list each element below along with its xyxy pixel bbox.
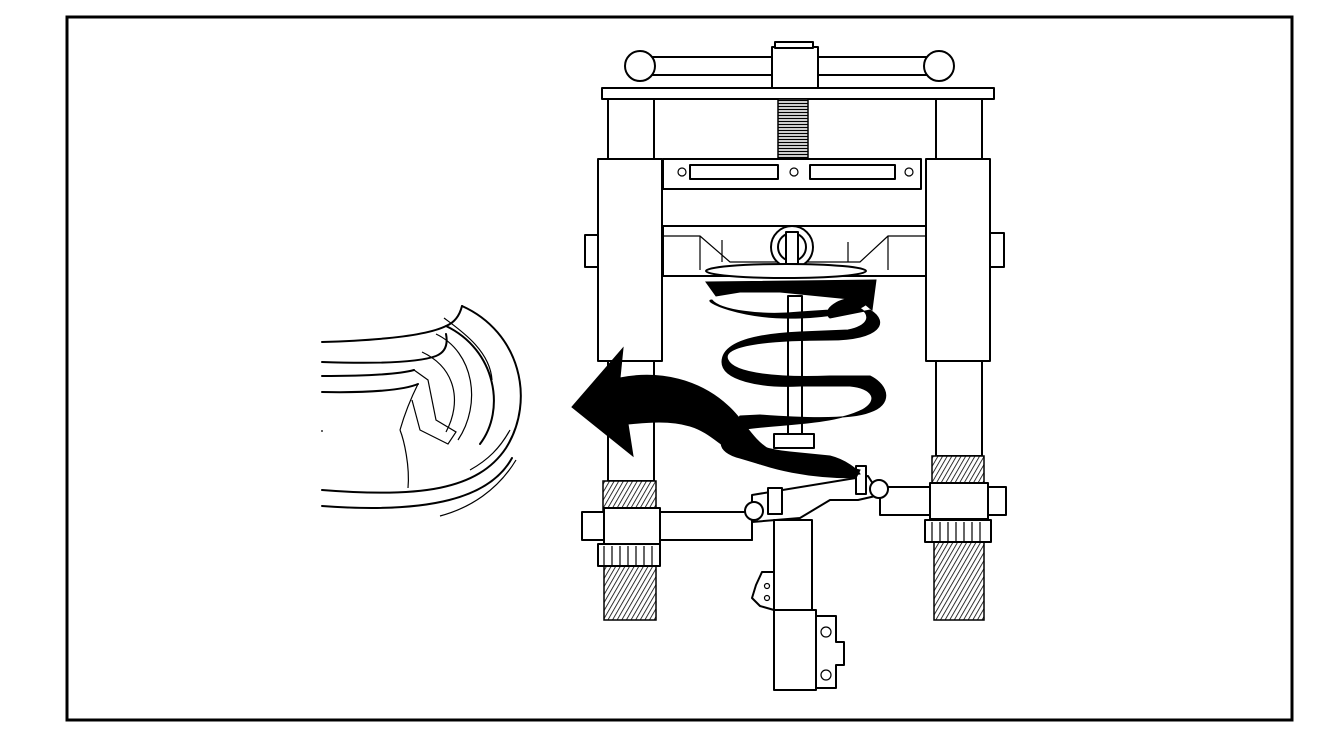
upper-spring-seat — [705, 263, 877, 311]
side-blocks — [584, 158, 1005, 362]
lower-arms — [581, 482, 1007, 545]
spring-seat-detail-view — [321, 305, 522, 517]
crosshead-beam — [662, 158, 922, 190]
threaded-sleeves — [597, 455, 992, 621]
coil-spring — [709, 297, 887, 477]
upper-columns — [607, 98, 983, 162]
top-handle — [624, 41, 955, 90]
center-screw — [777, 98, 809, 160]
removal-arrow — [571, 346, 861, 479]
border-frame — [65, 15, 1294, 722]
lower-clamp — [744, 465, 889, 523]
spring-compressor-tool — [581, 41, 1007, 621]
top-plate — [601, 87, 995, 100]
strut-assembly — [751, 295, 845, 691]
